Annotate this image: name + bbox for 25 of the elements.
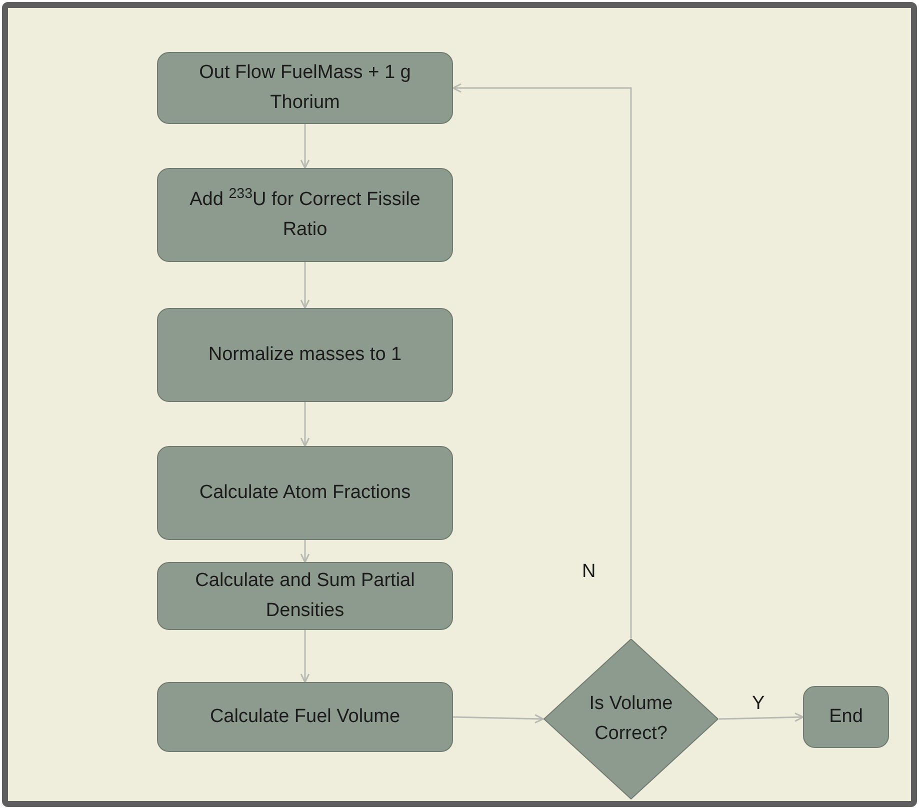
arrow (300, 402, 310, 447)
arrow (452, 83, 632, 638)
node-text: End (828, 705, 864, 729)
process-box (157, 446, 453, 540)
process-box (803, 686, 889, 748)
node-text: Calculate and Sum Partial Densities (194, 569, 416, 623)
node-text: Out Flow FuelMass + 1 g Thorium (198, 61, 412, 115)
node-text: Normalize masses to 1 (207, 343, 403, 367)
process-box (157, 682, 453, 752)
edge-label: Y (752, 692, 765, 716)
arrow (452, 714, 544, 724)
node-text: Calculate Fuel Volume (208, 705, 402, 729)
arrow (300, 630, 310, 683)
arrow (300, 124, 310, 169)
arrow (718, 712, 804, 722)
process-box (157, 308, 453, 402)
node-text: Is Volume Correct? (588, 692, 674, 746)
node-text: Add $^{233}$U for Correct Fissile Ratio (188, 185, 422, 242)
node-text: Calculate Atom Fractions (198, 481, 412, 505)
process-box (157, 168, 453, 262)
process-box (157, 52, 453, 124)
arrow (300, 540, 310, 563)
arrow (300, 262, 310, 309)
edge-label: N (582, 560, 596, 584)
process-box (157, 562, 453, 630)
